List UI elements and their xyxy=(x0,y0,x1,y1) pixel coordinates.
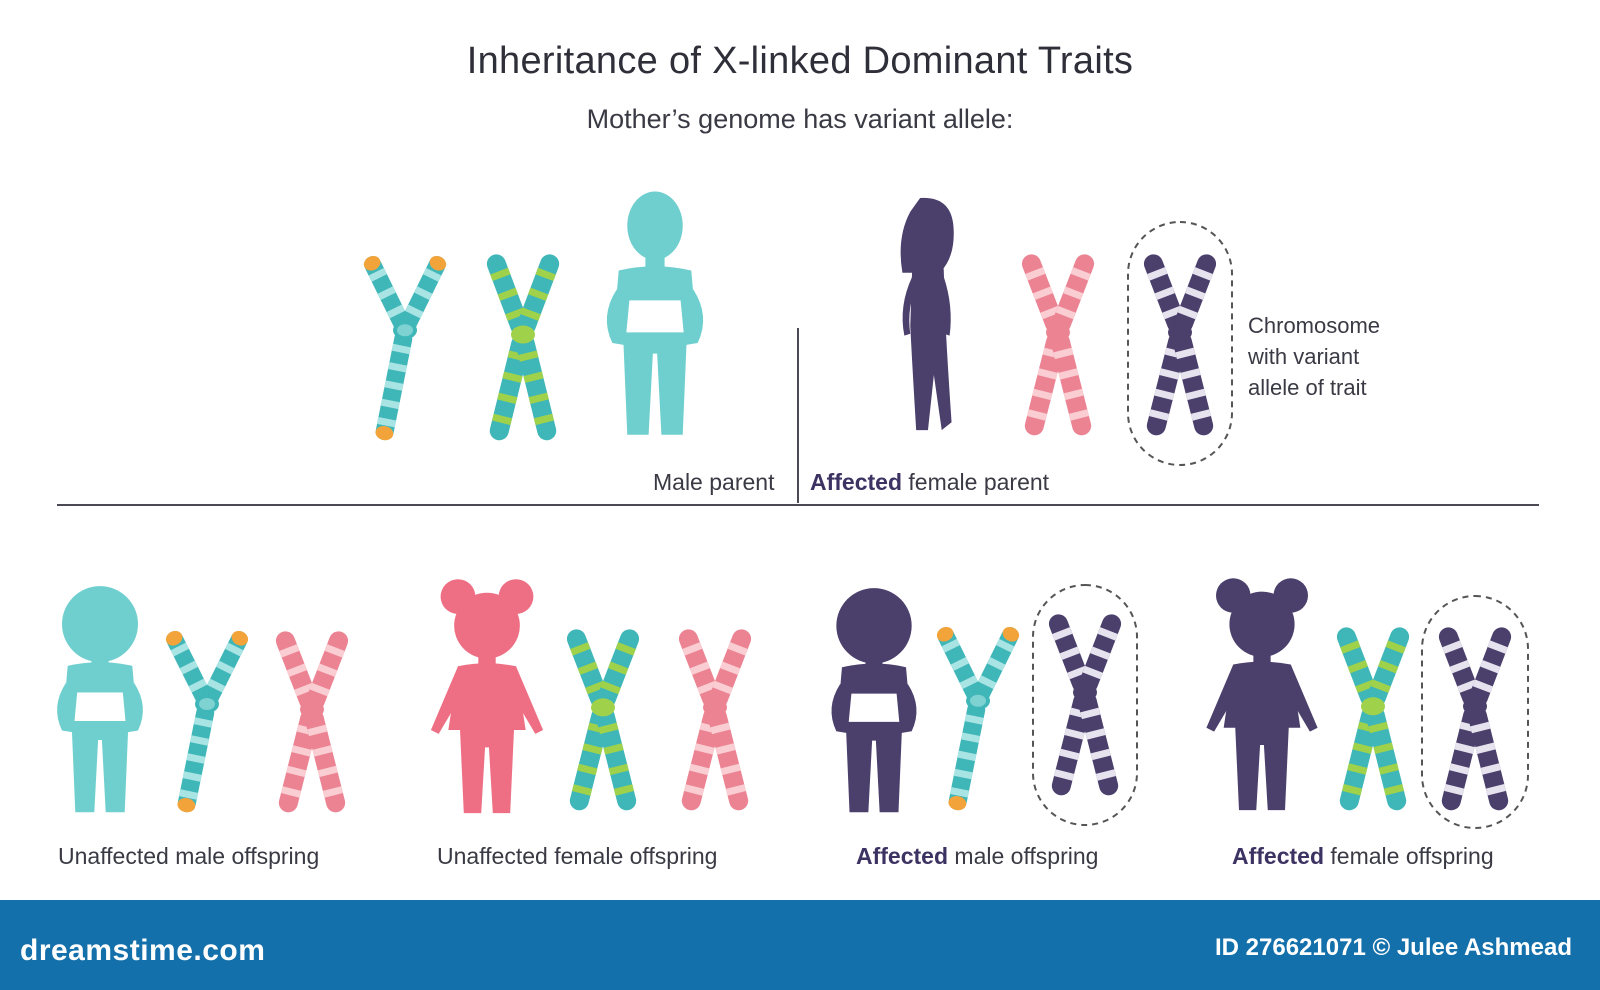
x-chromosome-daughter-unaffected-paternal xyxy=(566,629,640,811)
variant-note-line: Chromosome xyxy=(1248,313,1381,338)
variant-outline-parent xyxy=(1127,221,1233,466)
variant-note-line: with variant xyxy=(1248,344,1360,369)
x-chromosome-daughter-affected-paternal xyxy=(1336,627,1410,811)
offspring-label-text: Unaffected male offspring xyxy=(58,843,320,869)
offspring-label-bold: Affected xyxy=(1232,843,1325,869)
variant-note-line: allele of trait xyxy=(1248,375,1367,400)
page-title: Inheritance of X-linked Dominant Traits xyxy=(466,40,1134,82)
parent-divider xyxy=(797,328,799,503)
x-chromosome-son-affected xyxy=(1048,614,1122,796)
image-credit: ID 276621071 © Julee Ashmead xyxy=(1215,934,1572,961)
offspring-label-bold: Affected xyxy=(856,843,949,869)
x-chromosome-daughter-unaffected-maternal xyxy=(678,629,752,811)
x-chromosome-mother-normal xyxy=(1021,254,1095,436)
offspring-label-text: Unaffected female offspring xyxy=(437,843,718,869)
female-parent-figure xyxy=(900,197,954,431)
variant-outline-male-offspring xyxy=(1032,584,1138,826)
offspring-label-text: male offspring xyxy=(948,843,1099,869)
brand-logo: dreamstime.com xyxy=(20,934,266,967)
x-chromosome-mother-variant xyxy=(1143,254,1217,436)
generation-divider xyxy=(57,504,1539,506)
affected-male-figure xyxy=(831,588,917,813)
female-parent-label-bold: Affected xyxy=(810,469,903,495)
offspring-label-affected-male: Affected male offspring xyxy=(856,843,1098,870)
female-parent-label-text: female parent xyxy=(902,469,1050,495)
variant-outline-female-offspring xyxy=(1421,595,1529,829)
y-chromosome-father xyxy=(363,255,447,441)
offspring-label-affected-female: Affected female offspring xyxy=(1232,843,1494,870)
unaffected-male-figure xyxy=(57,586,143,813)
male-parent-figure xyxy=(606,191,704,435)
diagram: Inheritance of X-linked Dominant Traits … xyxy=(57,40,1539,870)
affected-female-figure xyxy=(1206,578,1318,811)
y-chromosome-son-affected xyxy=(936,626,1020,811)
female-parent-label: Affected female parent xyxy=(810,469,1049,496)
variant-note: Chromosome with variant allele of trait xyxy=(1248,310,1438,403)
x-chromosome-daughter-affected-maternal xyxy=(1438,627,1512,811)
illustration-layer xyxy=(57,191,1529,829)
offspring-label-text: female offspring xyxy=(1324,843,1494,869)
page-subtitle: Mother’s genome has variant allele: xyxy=(586,104,1014,134)
x-chromosome-father xyxy=(486,254,560,441)
unaffected-female-figure xyxy=(430,579,544,814)
offspring-label-unaffected-female: Unaffected female offspring xyxy=(437,843,717,870)
x-chromosome-son-unaffected xyxy=(275,631,349,813)
male-parent-label: Male parent xyxy=(653,469,775,495)
offspring-label-unaffected-male: Unaffected male offspring xyxy=(58,843,319,870)
y-chromosome-son-unaffected xyxy=(165,630,249,813)
footer-bar: dreamstime.com ID 276621071 © Julee Ashm… xyxy=(0,900,1600,990)
